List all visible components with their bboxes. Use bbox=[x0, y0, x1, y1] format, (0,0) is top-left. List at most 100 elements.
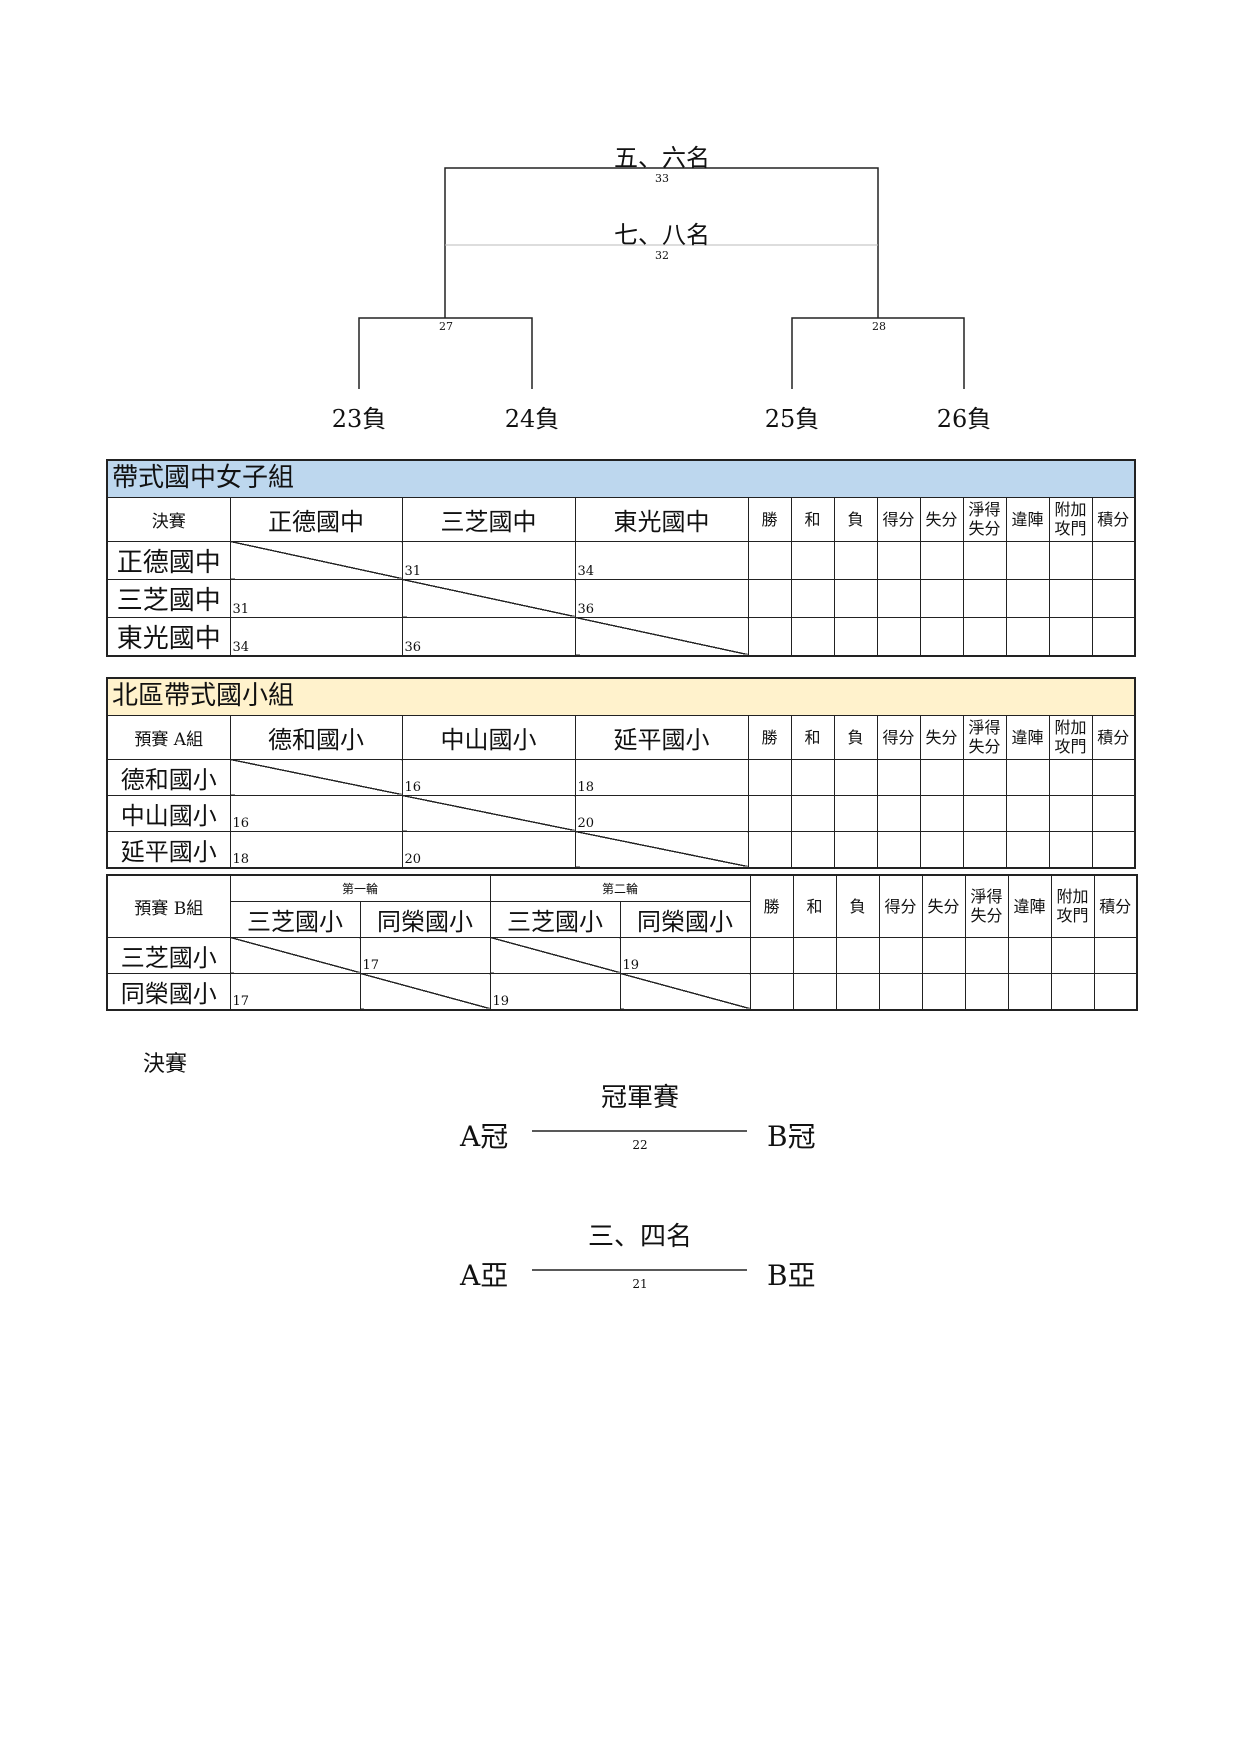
stat-cell[interactable] bbox=[962, 540, 1007, 580]
stat-cell[interactable] bbox=[790, 758, 835, 796]
match-number: 19 bbox=[622, 957, 640, 973]
stat-cell[interactable] bbox=[876, 794, 921, 832]
row-team: 中山國小 bbox=[106, 794, 231, 832]
stat-cell[interactable] bbox=[1005, 616, 1050, 656]
match-number: 36 bbox=[404, 639, 422, 655]
stat-cell[interactable] bbox=[962, 794, 1007, 832]
stat-cell[interactable] bbox=[964, 972, 1009, 1010]
stat-cell[interactable] bbox=[1091, 616, 1136, 656]
stat-cell[interactable] bbox=[749, 936, 794, 974]
stat-cell[interactable] bbox=[919, 794, 964, 832]
stat-cell[interactable] bbox=[1048, 616, 1093, 656]
stat-cell[interactable] bbox=[962, 830, 1007, 868]
third-fourth-title: 三、四名 bbox=[587, 1222, 692, 1252]
match-number: 16 bbox=[404, 779, 422, 795]
championship-title: 冠軍賽 bbox=[600, 1083, 679, 1113]
stat-cell[interactable] bbox=[1050, 936, 1095, 974]
match-number: 20 bbox=[404, 851, 422, 867]
stat-cell[interactable] bbox=[747, 758, 792, 796]
stat-cell[interactable] bbox=[1007, 972, 1052, 1010]
stat-header: 附加 攻門 bbox=[1050, 874, 1095, 938]
stat-cell[interactable] bbox=[876, 616, 921, 656]
stat-cell[interactable] bbox=[919, 758, 964, 796]
stat-cell[interactable] bbox=[919, 616, 964, 656]
table-row: 同榮國小 17 19 bbox=[106, 972, 1138, 1010]
stat-cell[interactable] bbox=[919, 578, 964, 618]
stat-cell[interactable] bbox=[1005, 830, 1050, 868]
column-team: 三芝國小 bbox=[229, 900, 361, 938]
stat-cell[interactable] bbox=[1048, 830, 1093, 868]
stat-cell[interactable] bbox=[747, 794, 792, 832]
stat-cell[interactable] bbox=[1093, 972, 1138, 1010]
right-match-number: 28 bbox=[872, 320, 886, 333]
stat-cell[interactable] bbox=[790, 794, 835, 832]
stat-cell[interactable] bbox=[1050, 972, 1095, 1010]
stat-cell[interactable] bbox=[747, 540, 792, 580]
stat-cell[interactable] bbox=[747, 830, 792, 868]
stat-cell[interactable] bbox=[878, 972, 923, 1010]
match-cell: 19 bbox=[619, 936, 751, 974]
stat-cell[interactable] bbox=[833, 540, 878, 580]
third-fourth-number: 21 bbox=[632, 1277, 648, 1291]
stat-cell[interactable] bbox=[964, 936, 1009, 974]
stat-cell[interactable] bbox=[1048, 540, 1093, 580]
stat-cell[interactable] bbox=[962, 616, 1007, 656]
stat-cell[interactable] bbox=[876, 830, 921, 868]
stat-cell[interactable] bbox=[833, 830, 878, 868]
stat-cell[interactable] bbox=[790, 540, 835, 580]
stat-cell[interactable] bbox=[833, 794, 878, 832]
stat-cell[interactable] bbox=[1007, 936, 1052, 974]
match-cell: 36 bbox=[401, 616, 576, 656]
bracket-team-1: 23負 bbox=[331, 405, 387, 433]
stat-cell[interactable] bbox=[790, 830, 835, 868]
stat-cell[interactable] bbox=[790, 578, 835, 618]
stat-cell[interactable] bbox=[919, 540, 964, 580]
stat-cell[interactable] bbox=[835, 936, 880, 974]
stat-cell[interactable] bbox=[1048, 578, 1093, 618]
table-north-elementary-b: 預賽 B組 第一輪 第二輪 勝 和 負 得分 失分 淨得 失分 違陣 附加 攻門… bbox=[106, 874, 1139, 1011]
stat-cell[interactable] bbox=[1005, 540, 1050, 580]
stat-cell[interactable] bbox=[1005, 578, 1050, 618]
table-row: 中山國小 16 20 bbox=[106, 794, 1136, 832]
stat-cell[interactable] bbox=[833, 578, 878, 618]
stat-cell[interactable] bbox=[876, 758, 921, 796]
match-cell: 18 bbox=[229, 830, 403, 868]
championship-right-team: B冠 bbox=[767, 1120, 816, 1153]
column-team: 延平國小 bbox=[574, 714, 749, 760]
stat-cell[interactable] bbox=[876, 540, 921, 580]
stat-cell[interactable] bbox=[1093, 936, 1138, 974]
stat-cell[interactable] bbox=[1005, 794, 1050, 832]
stat-cell[interactable] bbox=[833, 758, 878, 796]
match-cell: 19 bbox=[489, 972, 621, 1010]
stat-cell[interactable] bbox=[747, 616, 792, 656]
stat-cell[interactable] bbox=[962, 758, 1007, 796]
stat-cell[interactable] bbox=[1091, 540, 1136, 580]
stat-cell[interactable] bbox=[833, 616, 878, 656]
stat-cell[interactable] bbox=[921, 936, 966, 974]
stat-cell[interactable] bbox=[835, 972, 880, 1010]
stat-cell[interactable] bbox=[1048, 758, 1093, 796]
stat-cell[interactable] bbox=[749, 972, 794, 1010]
stat-cell[interactable] bbox=[1091, 830, 1136, 868]
match-cell: 18 bbox=[574, 758, 749, 796]
stat-cell[interactable] bbox=[790, 616, 835, 656]
stat-cell[interactable] bbox=[1091, 794, 1136, 832]
stat-header: 得分 bbox=[878, 874, 923, 938]
stat-cell[interactable] bbox=[1005, 758, 1050, 796]
stat-cell[interactable] bbox=[919, 830, 964, 868]
stat-cell[interactable] bbox=[747, 578, 792, 618]
stat-cell[interactable] bbox=[1091, 758, 1136, 796]
stat-cell[interactable] bbox=[921, 972, 966, 1010]
stat-cell[interactable] bbox=[1048, 794, 1093, 832]
seventh-eighth-number: 32 bbox=[655, 249, 669, 262]
stat-cell[interactable] bbox=[792, 936, 837, 974]
match-cell: 31 bbox=[401, 540, 576, 580]
row-team: 正德國中 bbox=[106, 540, 231, 580]
stat-cell[interactable] bbox=[962, 578, 1007, 618]
table-junior-high-girls: 帶式國中女子組 決賽 正德國中 三芝國中 東光國中 勝 和 負 得分 失分 淨得… bbox=[106, 459, 1137, 657]
stat-cell[interactable] bbox=[792, 972, 837, 1010]
match-number: 19 bbox=[492, 993, 510, 1009]
stat-cell[interactable] bbox=[876, 578, 921, 618]
stat-cell[interactable] bbox=[878, 936, 923, 974]
stat-cell[interactable] bbox=[1091, 578, 1136, 618]
